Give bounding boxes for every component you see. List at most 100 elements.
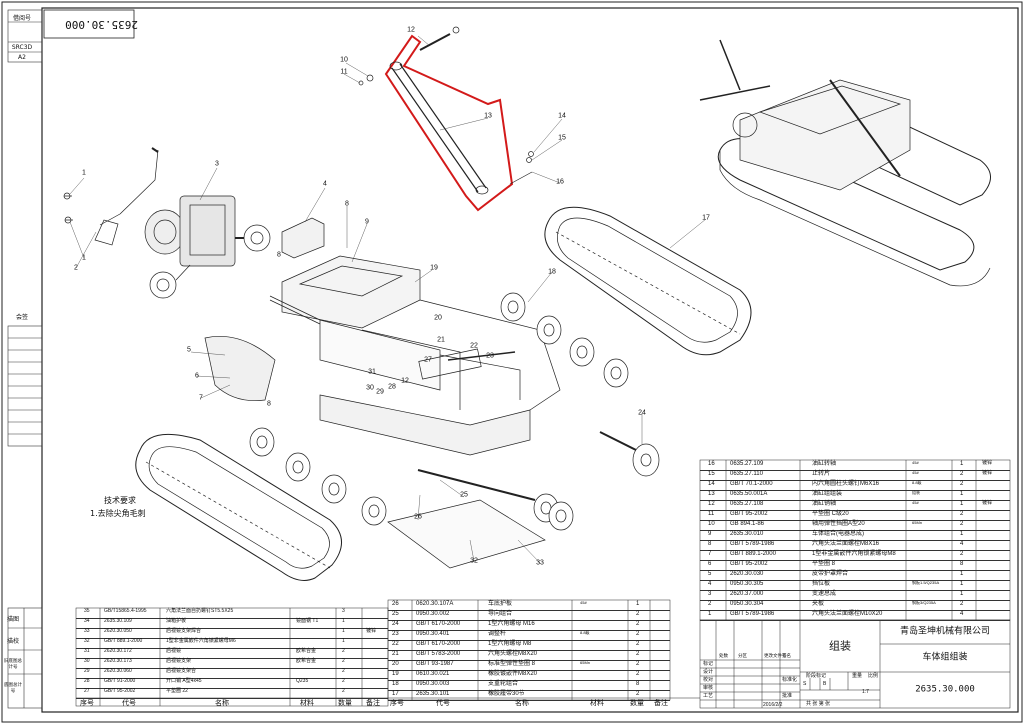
chassis-frame (269, 255, 561, 456)
bom-cell-qty: 2 (960, 551, 964, 557)
bom-cell-name: 1型六角螺母 M16 (488, 621, 535, 627)
bom-row-line (700, 560, 1010, 561)
title-block-col-head: 分区 (738, 653, 747, 658)
callout-number: 12 (401, 377, 409, 385)
bom-cell-code: 0610.30.021 (416, 671, 450, 677)
bom-cell-no: 2 (708, 601, 712, 607)
bom-cell-qty: 2 (636, 651, 640, 657)
bom-header-mat-left: 材料 (300, 700, 314, 707)
bom-cell-no: 23 (392, 631, 399, 637)
bom-header-mat-mid: 材料 (590, 700, 604, 707)
title-company: 青岛圣坤机械有限公司 (899, 626, 991, 637)
bom-cell-qty: 1 (960, 491, 964, 497)
road-wheels-left (249, 427, 574, 531)
bom-cell-name: 六角头法兰面螺栓M8X16 (812, 541, 880, 547)
bom-cell-name: 油缸组组装 (812, 491, 843, 497)
title-std: 标准化 (782, 677, 798, 683)
bom-cell-name: 导向组合 (488, 611, 513, 617)
bom-cell-no: 16 (708, 461, 715, 467)
bom-cell-code: GB/T 889.1-2000 (104, 638, 143, 644)
bom-cell-no: 35 (84, 608, 90, 614)
title-scale: 1:7 (862, 689, 869, 695)
callout-number: 17 (702, 214, 710, 222)
bom-row-line (76, 678, 388, 679)
bom-cell-no: 7 (708, 551, 712, 557)
bom-row-line (700, 490, 1010, 491)
bom-cell-qty: 1 (960, 531, 964, 537)
bom-cell-code: GB/T 5789-1986 (730, 611, 775, 617)
bom-row-line (388, 650, 670, 651)
bom-cell-qty: 1 (342, 638, 345, 644)
bom-cell-no: 30 (84, 658, 90, 664)
callout-number: 16 (556, 178, 564, 186)
bom-cell-no: 15 (708, 471, 715, 477)
bom-header-no-left: 序号 (80, 700, 94, 707)
notes-title: 技术要求 (104, 496, 136, 505)
bom-cell-qty: 2 (960, 481, 964, 487)
axle-left (417, 469, 536, 501)
bom-cell-name: 后视镜 (166, 648, 182, 654)
bom-cell-qty: 2 (342, 648, 345, 654)
bom-row-line (700, 510, 1010, 511)
bom-cell-code: 2620.30.173 (104, 658, 132, 664)
bom-cell-code: GB/T 70.1-2000 (730, 481, 773, 487)
bom-cell-code: 0635.27.109 (730, 461, 764, 467)
bom-cell-qty: 8 (960, 561, 964, 567)
side-label-countersign: 会签 (15, 314, 28, 321)
bom-cell-code: 2635.30.010 (730, 531, 764, 537)
bom-cell-qty: 2 (636, 671, 640, 677)
bom-cell-code: 2620.30.060 (104, 668, 132, 674)
callout-number: 8 (277, 251, 281, 259)
bottom-plate (387, 499, 546, 569)
callout-number: 9 (365, 218, 369, 226)
bom-header-qty-left: 数量 (338, 700, 352, 707)
title-block-row-label: 校对 (703, 677, 714, 683)
bom-cell-code: 0950.30.304 (730, 601, 764, 607)
bom-row-line (700, 590, 1010, 591)
bom-header-note-left: 备注 (366, 700, 380, 707)
bom-row-line (700, 530, 1010, 531)
bom-cell-qty: 2 (960, 521, 964, 527)
bom-row-line (388, 630, 670, 631)
bom-cell-no: 21 (392, 651, 399, 657)
bom-cell-no: 31 (84, 648, 90, 654)
bom-row-line (388, 680, 670, 681)
title-stage-b: B (823, 681, 827, 687)
bom-cell-mat: 45# (912, 470, 919, 475)
bom-cell-name: 皮带护罩焊合 (812, 571, 849, 577)
bom-cell-no: 33 (84, 628, 90, 634)
callout-number: 33 (536, 559, 544, 567)
bom-cell-no: 28 (84, 678, 90, 684)
bom-cell-qty: 2 (636, 641, 640, 647)
bom-row-line (76, 688, 388, 689)
bom-cell-qty: 1 (342, 618, 345, 624)
callout-number: 13 (484, 112, 492, 120)
bom-row-line (388, 620, 670, 621)
bom-cell-code: GB/T15865.4-1995 (104, 608, 147, 614)
bom-cell-qty: 2 (636, 691, 640, 697)
road-wheels-right (500, 292, 629, 388)
bom-cell-note: 镀锌 (366, 628, 377, 634)
bom-cell-qty: 2 (636, 611, 640, 617)
bom-cell-name: 平垫圈 22 (166, 688, 188, 694)
transmission-assembly (94, 147, 271, 299)
bom-cell-code: GB/T 6170-2000 (416, 641, 461, 647)
bom-header-code-mid: 代号 (436, 700, 450, 707)
bom-row-line (76, 658, 388, 659)
bom-cell-qty: 1 (960, 591, 964, 597)
bom-cell-no: 18 (392, 681, 399, 687)
bom-cell-name: 变速总成 (812, 591, 837, 597)
bom-cell-qty: 4 (960, 611, 964, 617)
bom-cell-no: 32 (84, 638, 90, 644)
bom-cell-no: 12 (708, 501, 715, 507)
bom-cell-name: 平垫圈 8 (812, 561, 836, 567)
bom-row-line (700, 480, 1010, 481)
bom-cell-qty: 2 (342, 668, 345, 674)
bom-cell-name: 六角头螺栓M8X20 (488, 651, 538, 657)
bom-row-line (700, 610, 1010, 611)
bom-cell-qty: 2 (960, 601, 964, 607)
title-block-row-label: 工艺 (703, 693, 714, 699)
drawing-number-stamp: 2635.30.000 (65, 18, 138, 31)
bom-cell-code: 0635.50.001A (730, 491, 768, 497)
